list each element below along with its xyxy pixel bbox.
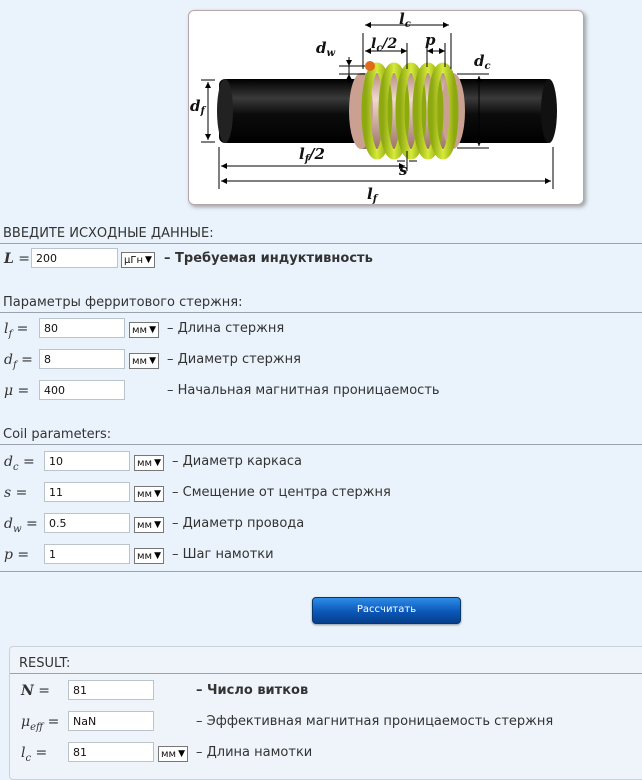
pitch-symbol: p = (4, 547, 30, 563)
effective-permeability-desc: – Эффективная магнитная проницаемость ст… (196, 714, 554, 729)
svg-text:lc/2: lc/2 (371, 36, 398, 54)
rod-length-input[interactable]: 80 (39, 318, 125, 338)
pitch-desc: – Шаг намотки (172, 547, 274, 562)
coil-section-title: Coil parameters: (3, 427, 112, 442)
bobbin-diameter-desc: – Диаметр каркаса (172, 454, 302, 469)
winding-length-symbol: lc = (21, 745, 48, 764)
label-s: s (399, 161, 408, 179)
rod-length-symbol: lf = (4, 321, 29, 340)
svg-text:lf: lf (367, 185, 379, 204)
turns-desc: – Число витков (196, 683, 309, 698)
label-lc-half: l (371, 36, 376, 52)
svg-text:dw: dw (316, 39, 336, 59)
label-dc: d (474, 52, 485, 70)
wire-diameter-row: dw = 0.5 мм▼ – Диаметр провода (0, 513, 642, 537)
coil-diagram-svg: lc dw lc/2 p dc df lf/2 s lf (190, 11, 557, 204)
inductance-input[interactable]: 200 (31, 248, 118, 268)
ferrite-section-title: Параметры ферритового стержня: (3, 295, 243, 310)
coil-winding (361, 62, 459, 160)
svg-text:dc: dc (474, 52, 491, 72)
inductance-unit-select[interactable]: µГн▼ (121, 252, 155, 268)
chevron-down-icon: ▼ (145, 255, 152, 265)
wire-diameter-desc: – Диаметр провода (172, 516, 305, 531)
inductance-row: L = 200 µГн▼ – Требуемая индуктивность (0, 248, 642, 272)
svg-text:lc: lc (399, 11, 411, 30)
effective-permeability-row: μeff = NaN – Эффективная магнитная прони… (17, 711, 642, 735)
chevron-down-icon: ▼ (154, 489, 162, 499)
wire-diameter-symbol: dw = (4, 516, 38, 535)
chevron-down-icon: ▼ (154, 458, 162, 468)
divider (10, 673, 642, 674)
bobbin-diameter-symbol: dc = (4, 454, 35, 473)
effective-permeability-output: NaN (68, 711, 154, 731)
label-dw: d (316, 39, 327, 57)
svg-text:df: df (190, 97, 207, 117)
rod-diameter-input[interactable]: 8 (39, 349, 125, 369)
pitch-row: p = 1 мм▼ – Шаг намотки (0, 544, 642, 568)
turns-row: N = 81 – Число витков (17, 680, 642, 704)
chevron-down-icon: ▼ (154, 551, 162, 561)
inductance-desc: – Требуемая индуктивность (164, 251, 373, 266)
input-header: ВВЕДИТЕ ИСХОДНЫЕ ДАННЫЕ: (3, 226, 214, 241)
chevron-down-icon: ▼ (178, 749, 186, 759)
chevron-down-icon: ▼ (149, 325, 157, 335)
bobbin-diameter-unit-select[interactable]: мм▼ (134, 455, 165, 471)
divider (0, 444, 642, 445)
rod-diameter-unit-select[interactable]: мм▼ (129, 353, 160, 369)
offset-symbol: s = (4, 485, 28, 501)
pitch-unit-select[interactable]: мм▼ (134, 548, 165, 564)
label-p: p (425, 31, 436, 49)
label-lc: l (399, 11, 405, 28)
winding-length-desc: – Длина намотки (196, 745, 313, 760)
result-panel: RESULT: N = 81 – Число витков μeff = NaN… (9, 646, 642, 780)
rod-diameter-symbol: df = (4, 352, 33, 371)
divider (0, 243, 642, 244)
bobbin-diameter-input[interactable]: 10 (44, 451, 130, 471)
offset-unit-select[interactable]: мм▼ (134, 486, 165, 502)
offset-row: s = 11 мм▼ – Смещение от центра стержня (0, 482, 642, 506)
rod-left-end (217, 79, 233, 143)
wire-diameter-input[interactable]: 0.5 (44, 513, 130, 533)
wire-diameter-unit-select[interactable]: мм▼ (134, 517, 165, 533)
label-lf-half: l (299, 145, 305, 163)
winding-length-output: 81 (68, 742, 154, 762)
label-df: d (190, 97, 201, 115)
rod-diameter-desc: – Диаметр стержня (167, 352, 301, 367)
rod-length-desc: – Длина стержня (167, 321, 285, 336)
bobbin-diameter-row: dc = 10 мм▼ – Диаметр каркаса (0, 451, 642, 475)
turns-symbol: N = (21, 683, 50, 699)
permeability-row: μ = 400 – Начальная магнитная проницаемо… (0, 380, 642, 404)
coil-diagram: lc dw lc/2 p dc df lf/2 s lf (188, 10, 584, 205)
rod-diameter-row: df = 8 мм▼ – Диаметр стержня (0, 349, 642, 373)
offset-input[interactable]: 11 (44, 482, 130, 502)
permeability-symbol: μ = (4, 383, 30, 399)
divider (0, 571, 642, 572)
calculate-button[interactable]: Рассчитать (312, 597, 461, 624)
svg-text:lf/2: lf/2 (299, 145, 325, 165)
winding-length-unit-select[interactable]: мм▼ (158, 746, 189, 762)
result-title: RESULT: (19, 656, 71, 671)
permeability-input[interactable]: 400 (39, 380, 125, 400)
permeability-desc: – Начальная магнитная проницаемость (167, 383, 440, 398)
rod-length-row: lf = 80 мм▼ – Длина стержня (0, 318, 642, 342)
rod-length-unit-select[interactable]: мм▼ (129, 322, 160, 338)
divider (0, 312, 642, 313)
pitch-input[interactable]: 1 (44, 544, 130, 564)
rod-right-end (541, 79, 557, 143)
label-lf: l (367, 185, 373, 203)
winding-length-row: lc = 81 мм▼ – Длина намотки (17, 742, 642, 766)
effective-permeability-symbol: μeff = (21, 714, 60, 733)
offset-desc: – Смещение от центра стержня (172, 485, 391, 500)
chevron-down-icon: ▼ (154, 520, 162, 530)
inductance-symbol: L = (4, 251, 31, 267)
chevron-down-icon: ▼ (149, 356, 157, 366)
turns-output: 81 (68, 680, 154, 700)
wire-end (365, 61, 375, 71)
